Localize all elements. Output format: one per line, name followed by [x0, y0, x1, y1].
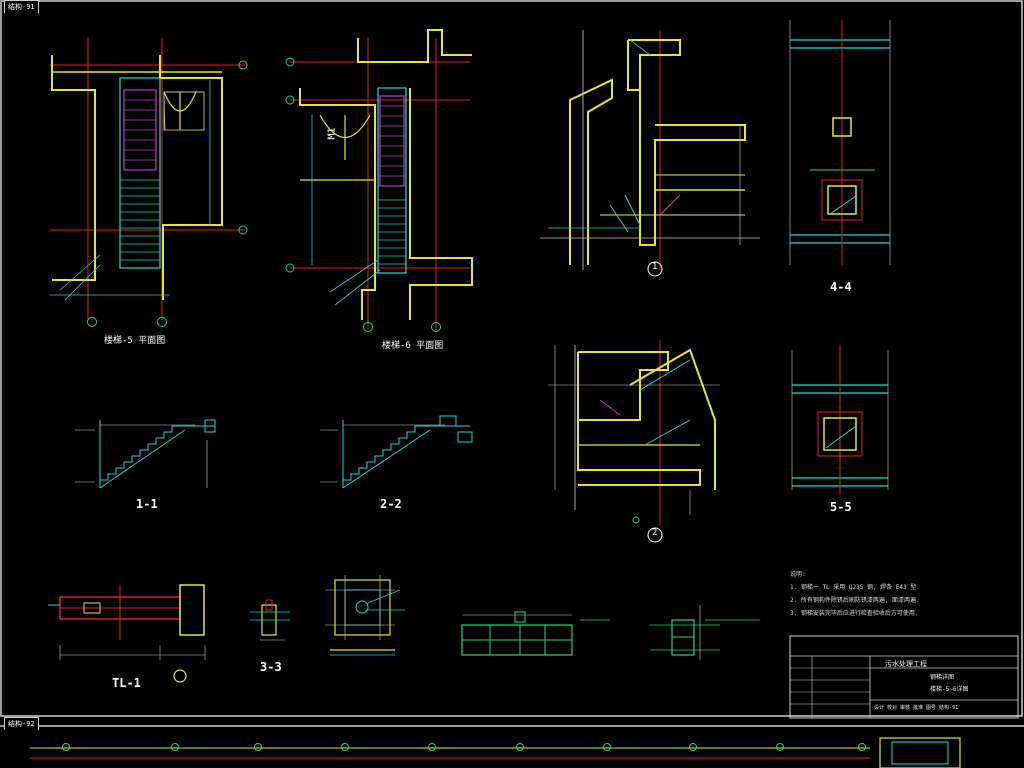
title-block-footer: 设计 校对 审核 批准 图号 结构-91 — [874, 705, 959, 711]
detail-mark-1: 1 — [652, 262, 658, 272]
notes-heading: 说明: — [790, 571, 806, 578]
plan-5-title: 楼梯-5 平面图 — [104, 336, 166, 346]
sheet-tab-top[interactable]: 结构-91 — [4, 0, 39, 13]
section-3-3-title: 3-3 — [260, 660, 282, 674]
section-3-3 — [250, 599, 290, 641]
steel-member-detail-a — [461, 611, 610, 656]
door-label: M1 — [326, 127, 338, 140]
section-2-2 — [320, 415, 473, 489]
beam-tl-1 — [48, 584, 206, 683]
section-1-1 — [75, 419, 216, 489]
sheet-border — [0, 0, 1023, 717]
section-5-5 — [791, 345, 889, 495]
node-detail-2 — [548, 340, 720, 543]
title-block-grid — [789, 635, 1019, 719]
node-detail-1 — [540, 30, 760, 277]
embedded-plate-detail — [325, 575, 405, 656]
section-2-2-title: 2-2 — [380, 497, 402, 511]
title-block-drawing: 钢梯详图 — [930, 674, 955, 681]
steel-member-detail-b — [650, 605, 760, 660]
notes-item-2: 2. 所有钢构件除锈后刷防锈漆两遍, 面漆两遍. — [790, 597, 920, 604]
title-block-sheet-name: 楼梯-5~6详图 — [930, 686, 969, 693]
section-5-5-title: 5-5 — [830, 500, 852, 514]
section-4-4 — [789, 20, 891, 265]
tl-1-title: TL-1 — [112, 676, 141, 690]
title-block: 污水处理工程 钢梯详图 楼梯-5~6详图 设计 校对 审核 批准 图号 结构-9… — [790, 636, 1015, 718]
notes-item-1: 1. 钢梯一 TL 采用 Q235 钢, 焊条 E43 型. — [790, 584, 920, 591]
section-4-4-title: 4-4 — [830, 280, 852, 294]
detail-mark-2: 2 — [652, 528, 658, 538]
lower-sheet-preview — [30, 737, 961, 768]
sheet-tab-bottom[interactable]: 结构-92 — [4, 717, 39, 730]
stair-plan-6 — [285, 29, 473, 332]
title-block-project: 污水处理工程 — [885, 660, 927, 668]
plan-6-title: 楼梯-6 平面图 — [382, 341, 444, 351]
section-1-1-title: 1-1 — [136, 497, 158, 511]
notes-item-3: 3. 钢梯安装完毕后应进行检查验收后方可使用. — [790, 610, 919, 617]
stair-plan-5 — [50, 38, 248, 327]
general-notes: 说明: 1. 钢梯一 TL 采用 Q235 钢, 焊条 E43 型. 2. 所有… — [790, 568, 1015, 620]
